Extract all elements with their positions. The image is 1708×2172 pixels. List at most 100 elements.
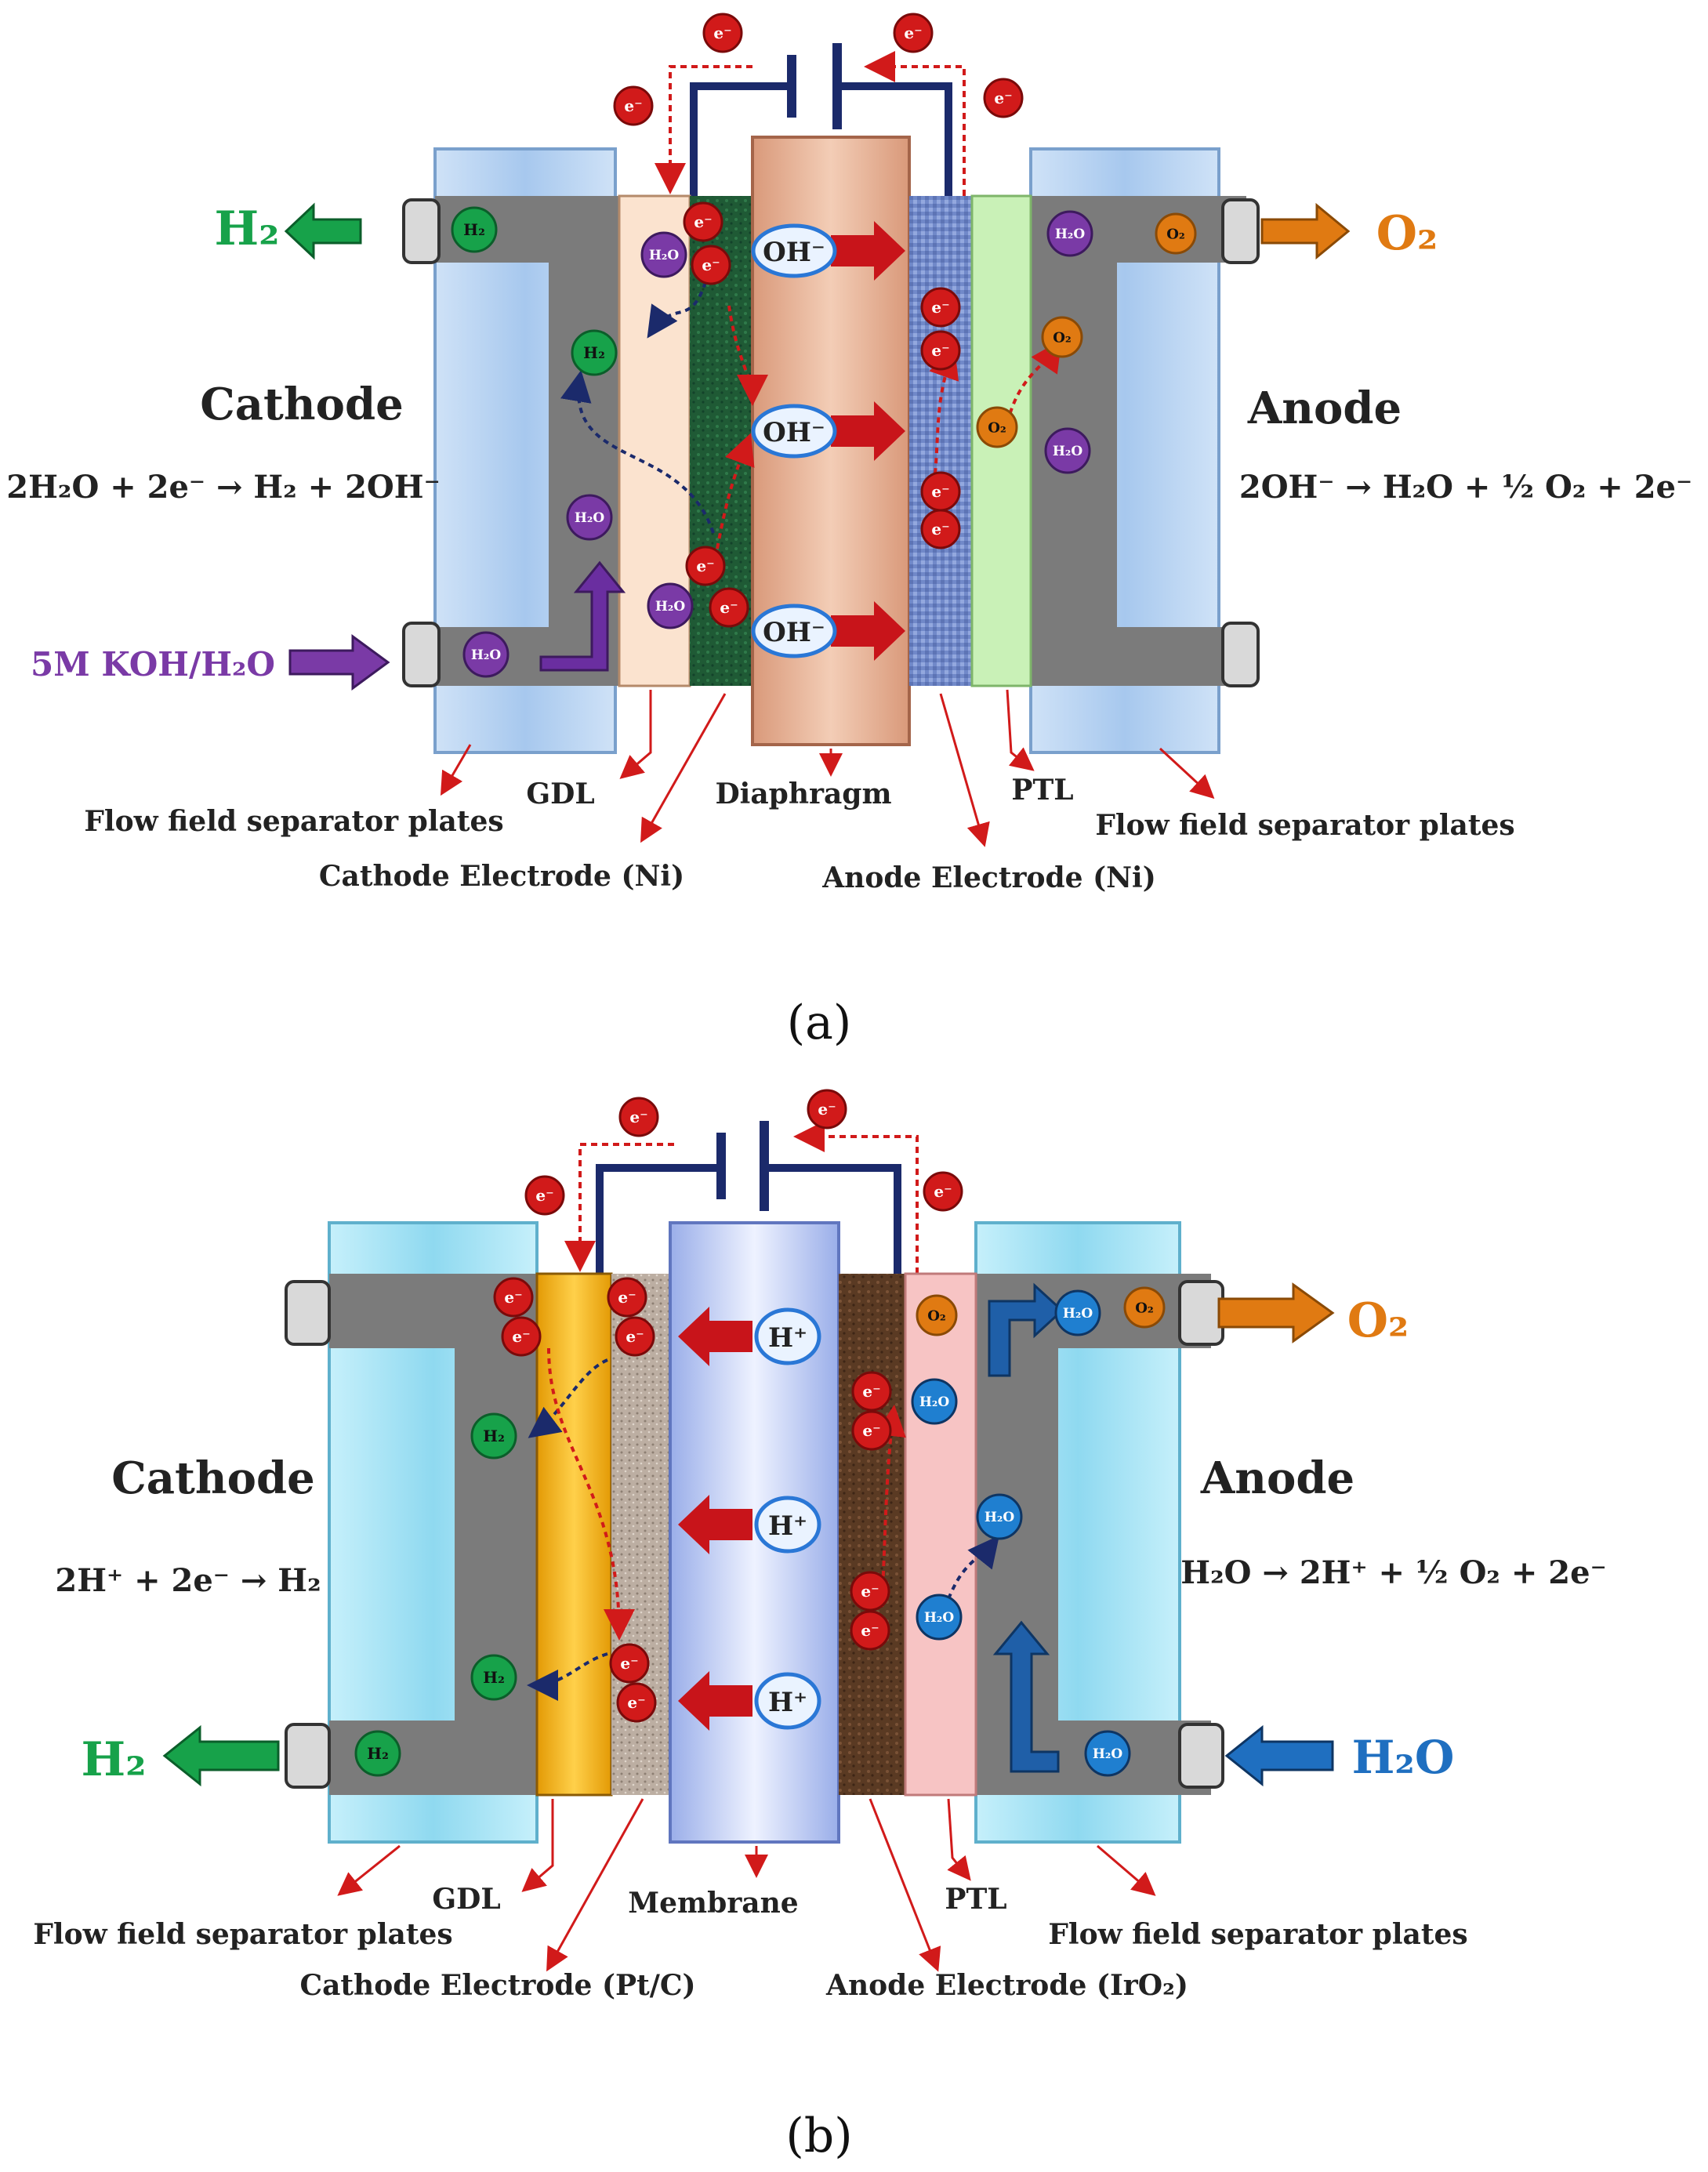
electron-icon: e⁻ xyxy=(920,471,961,512)
gdl-layer-b xyxy=(535,1272,613,1797)
anode-title-a: Anode xyxy=(1247,383,1402,434)
o2-molecule-icon: O₂ xyxy=(976,406,1018,448)
h2o-molecule-label: H₂O xyxy=(924,1610,955,1626)
electron-label: e⁻ xyxy=(934,1182,952,1201)
ion-label: H⁺ xyxy=(768,1322,807,1354)
electron-icon: e⁻ xyxy=(851,1371,892,1412)
h2-outlet-arrow-a xyxy=(284,202,362,260)
feed-flow-arrow-a xyxy=(539,560,626,672)
label-anode-electrode-a: Anode Electrode (Ni) xyxy=(821,861,1156,894)
h2o-molecule-label: H₂O xyxy=(1093,1746,1123,1762)
electron-icon: e⁻ xyxy=(850,1571,890,1612)
electron-label: e⁻ xyxy=(862,1382,880,1401)
o2-molecule-icon: O₂ xyxy=(1155,212,1197,255)
electron-label: e⁻ xyxy=(627,1693,645,1712)
caption-a: (a) xyxy=(787,995,852,1050)
h2o-molecule-label: H₂O xyxy=(919,1394,950,1410)
electron-label: e⁻ xyxy=(696,557,714,575)
electron-icon: e⁻ xyxy=(709,587,749,628)
h2o-molecule-label: H₂O xyxy=(985,1510,1015,1525)
h2-molecule-label: H₂ xyxy=(583,343,605,362)
feed-inlet-arrow-a xyxy=(288,634,390,691)
electron-icon: e⁻ xyxy=(683,201,723,242)
cathode-title-a: Cathode xyxy=(200,379,404,430)
h2-molecule-label: H₂ xyxy=(483,1668,505,1687)
panel-b-text: Cathode 2H⁺ + 2e⁻ → H₂ Anode H₂O → 2H⁺ +… xyxy=(33,1282,1607,2163)
electron-icon: e⁻ xyxy=(493,1277,534,1318)
molecule-layer: e⁻e⁻e⁻e⁻e⁻e⁻e⁻e⁻e⁻e⁻e⁻e⁻H₂H₂H₂OH₂OH₂OH₂O… xyxy=(354,13,1197,1777)
h2o-molecule-label: H₂O xyxy=(471,647,502,663)
panel-b: H⁺ H⁺ H⁺ xyxy=(285,1121,1224,1844)
electron-icon: e⁻ xyxy=(501,1316,542,1357)
ptl-layer-b xyxy=(904,1272,977,1797)
panel-a-text: Cathode 2H₂O + 2e⁻ → H₂ + 2OH⁻ Anode 2OH… xyxy=(6,201,1692,1050)
electron-icon: e⁻ xyxy=(607,1277,647,1318)
electron-label: e⁻ xyxy=(994,89,1012,107)
label-diaphragm-a: Diaphragm xyxy=(715,778,891,810)
electron-icon: e⁻ xyxy=(923,1171,963,1212)
power-supply-b xyxy=(564,1121,919,1274)
o2-molecule-icon: O₂ xyxy=(916,1294,958,1336)
electron-label: e⁻ xyxy=(862,1421,880,1440)
h2o-molecule-icon: H₂O xyxy=(916,1594,963,1641)
electron-icon: e⁻ xyxy=(609,1643,650,1684)
electron-label: e⁻ xyxy=(818,1100,836,1119)
anode-reaction-b: H₂O → 2H⁺ + ½ O₂ + 2e⁻ xyxy=(1180,1554,1606,1591)
h2-molecule-icon: H₂ xyxy=(470,1412,517,1459)
electron-label: e⁻ xyxy=(861,1582,879,1601)
panel-a: OH⁻ OH⁻ OH⁻ xyxy=(402,43,1260,754)
h2-outlet-arrow-b xyxy=(162,1724,280,1787)
h2-molecule-label: H₂ xyxy=(367,1744,389,1763)
electron-label: e⁻ xyxy=(535,1186,553,1205)
o2-outlet-arrow-b xyxy=(1217,1282,1335,1343)
h2o-molecule-icon: H₂O xyxy=(566,494,613,541)
electron-label: e⁻ xyxy=(620,1654,638,1673)
label-cathode-electrode-a: Cathode Electrode (Ni) xyxy=(319,860,684,893)
label-anode-electrode-b: Anode Electrode (IrO₂) xyxy=(825,1969,1188,2002)
label-flow-field-right-a: Flow field separator plates xyxy=(1095,809,1514,842)
electron-icon: e⁻ xyxy=(691,245,731,285)
label-ptl-b: PTL xyxy=(945,1883,1006,1916)
h2o-molecule-icon: H₂O xyxy=(647,582,694,629)
h2o-molecule-icon: H₂O xyxy=(1044,427,1091,474)
label-flow-field-left-a: Flow field separator plates xyxy=(84,805,503,838)
anode-title-b: Anode xyxy=(1200,1452,1354,1504)
electron-icon: e⁻ xyxy=(851,1410,892,1451)
h2-molecule-icon: H₂ xyxy=(571,329,618,376)
electron-icon: e⁻ xyxy=(616,1682,657,1723)
anode-electrode-layer-b xyxy=(839,1274,905,1795)
label-cathode-electrode-b: Cathode Electrode (Pt/C) xyxy=(299,1969,695,2002)
label-flow-field-left-b: Flow field separator plates xyxy=(33,1918,452,1951)
electron-label: e⁻ xyxy=(931,520,949,538)
o2-outlet-label-b: O₂ xyxy=(1347,1293,1409,1348)
electron-label: e⁻ xyxy=(624,96,642,115)
ports-a xyxy=(402,198,1260,687)
electron-icon: e⁻ xyxy=(685,546,726,586)
caption-b: (b) xyxy=(785,2109,852,2163)
electron-icon: e⁻ xyxy=(524,1175,565,1216)
ion-label: OH⁻ xyxy=(763,237,825,268)
h2o-molecule-label: H₂O xyxy=(649,248,680,263)
h2o-molecule-label: H₂O xyxy=(1055,227,1086,242)
h2o-molecule-icon: H₂O xyxy=(1046,210,1093,257)
h2-molecule-label: H₂ xyxy=(463,220,485,239)
label-leaders-b xyxy=(337,1798,1156,1972)
electron-label: e⁻ xyxy=(904,24,922,42)
electron-icon: e⁻ xyxy=(920,287,961,328)
h2-outlet-label-b: H₂ xyxy=(82,1732,147,1787)
electron-icon: e⁻ xyxy=(702,13,743,53)
label-membrane-b: Membrane xyxy=(628,1887,798,1920)
electron-label: e⁻ xyxy=(626,1327,644,1346)
electron-label: e⁻ xyxy=(694,212,712,231)
electron-label: e⁻ xyxy=(931,341,949,360)
electron-icon: e⁻ xyxy=(850,1610,890,1651)
electron-label: e⁻ xyxy=(861,1621,879,1640)
h2o-molecule-icon: H₂O xyxy=(1054,1289,1101,1336)
ports-b xyxy=(285,1280,1224,1789)
o2-outlet-label-a: O₂ xyxy=(1376,206,1438,261)
h2o-molecule-label: H₂O xyxy=(1053,444,1083,459)
electron-label: e⁻ xyxy=(720,598,738,617)
outlet-flow-arrow-b xyxy=(988,1282,1064,1377)
electron-label: e⁻ xyxy=(713,24,731,42)
electron-label: e⁻ xyxy=(512,1327,530,1346)
